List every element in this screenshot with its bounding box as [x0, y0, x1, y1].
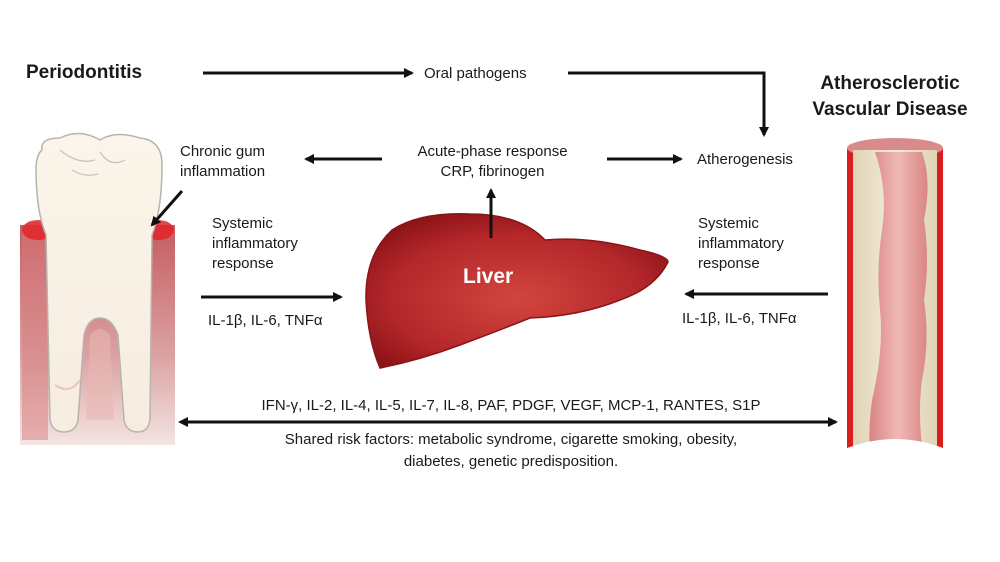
node-crp-fibrinogen: CRP, fibrinogen — [440, 163, 545, 180]
shared-risk-line2: diabetes, genetic predisposition. — [403, 453, 619, 470]
node-oral-pathogens: Oral pathogens — [424, 65, 527, 82]
arrow-to-gum — [150, 190, 184, 227]
title-vascular-disease: Vascular Disease — [812, 99, 968, 120]
artery-lumen — [869, 152, 928, 446]
shared-risk-line1: Shared risk factors: metabolic syndrome,… — [284, 431, 738, 448]
node-chronic-gum-line2: inflammation — [180, 163, 266, 180]
shared-mediators: IFN-γ, IL-2, IL-4, IL-5, IL-7, IL-8, PAF… — [261, 397, 761, 414]
tooth-illustration — [20, 132, 175, 445]
right-systemic-line1: Systemic — [698, 215, 759, 232]
node-atherogenesis: Atherogenesis — [697, 151, 793, 168]
right-systemic-line3: response — [698, 255, 760, 272]
arrow-pathogens-to-atherogenesis — [568, 71, 769, 137]
liver-label: Liver — [463, 265, 514, 288]
artery-illustration — [847, 138, 943, 452]
right-systemic-line2: inflammatory — [698, 235, 784, 252]
left-systemic-line2: inflammatory — [212, 235, 298, 252]
left-systemic-line1: Systemic — [212, 215, 273, 232]
node-chronic-gum-line1: Chronic gum — [180, 143, 266, 160]
node-acute-phase: Acute-phase response — [417, 143, 568, 160]
right-cytokines: IL-1β, IL-6, TNFα — [682, 310, 797, 327]
title-atherosclerotic: Atherosclerotic — [820, 73, 960, 94]
left-systemic-line3: response — [212, 255, 274, 272]
liver — [365, 213, 669, 369]
title-periodontitis: Periodontitis — [26, 62, 143, 83]
liver-illustration — [365, 213, 669, 369]
left-cytokines: IL-1β, IL-6, TNFα — [208, 312, 323, 329]
tooth — [35, 132, 163, 433]
